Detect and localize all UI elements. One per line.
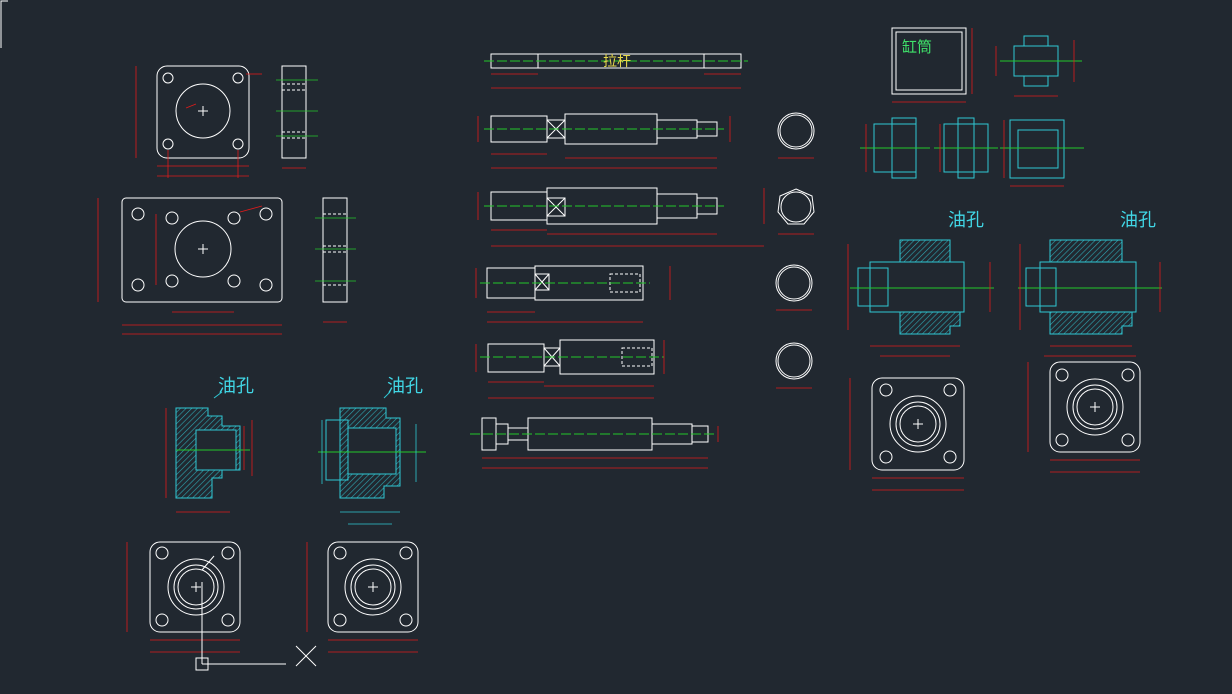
cylinder-assembly-section-2-dims — [1019, 244, 1161, 357]
ucs-axis-icon — [195, 555, 317, 671]
end-cap-section-b-dims — [321, 420, 417, 525]
rect-flange-plate-view[interactable] — [121, 197, 283, 303]
round-flange-plate-4-dims — [1027, 362, 1140, 473]
piston-section-top-dims — [995, 40, 1075, 97]
cylinder-assembly-section-2[interactable] — [1018, 239, 1162, 335]
oil-hole-label-3: 油孔 — [948, 210, 984, 231]
piston-section-row-dims — [865, 120, 1064, 187]
rod-end-views[interactable] — [775, 112, 815, 380]
round-flange-plate-2[interactable] — [327, 541, 419, 633]
rect-flange-side-centerlines — [315, 217, 356, 323]
oil-hole-label-1: 油孔 — [218, 376, 254, 397]
piston-rod-1[interactable] — [484, 113, 724, 145]
cylinder-assembly-section-1[interactable] — [850, 239, 994, 335]
cylinder-tube-label: 缸筒 — [902, 38, 932, 56]
piston-rod-2-dims — [477, 188, 765, 247]
rect-flange-side-view[interactable] — [322, 197, 348, 303]
round-flange-plate-1-dims — [126, 542, 240, 653]
round-flange-plate-3[interactable] — [871, 377, 965, 471]
tie-rod-dims — [491, 73, 741, 89]
cylinder-tube-dims — [892, 28, 973, 103]
round-flange-plate-2-dims — [306, 542, 418, 653]
piston-rod-2[interactable] — [484, 187, 724, 225]
cylinder-assembly-section-1-dims — [847, 244, 991, 357]
piston-section-top[interactable] — [1000, 35, 1082, 87]
piston-rod-5[interactable] — [470, 417, 716, 451]
piston-section-row[interactable] — [860, 117, 1084, 179]
piston-rod-1-dims — [477, 116, 731, 169]
square-flange-side-centerlines — [276, 79, 318, 169]
viewport-corner-marker — [0, 0, 8, 48]
rect-flange-dimensions — [97, 198, 282, 335]
round-flange-plate-3-dims — [849, 378, 964, 491]
piston-rod-3-dims — [475, 266, 671, 323]
piston-rod-4[interactable] — [480, 339, 664, 375]
tie-rod-view[interactable] — [484, 53, 748, 69]
piston-rod-4-dims — [475, 340, 665, 399]
end-cap-section-b[interactable] — [318, 391, 426, 499]
piston-rod-5-dims — [482, 426, 719, 469]
square-flange-plate-view[interactable] — [156, 65, 250, 159]
piston-rod-3[interactable] — [480, 265, 650, 301]
round-flange-plate-1[interactable] — [149, 541, 241, 633]
oil-hole-label-2: 油孔 — [387, 376, 423, 397]
end-cap-section-a-dims — [165, 408, 253, 513]
square-flange-plate-dimensions — [135, 66, 262, 178]
rod-end-views-dims — [776, 157, 814, 389]
square-flange-side-view[interactable] — [281, 65, 307, 159]
round-flange-plate-4[interactable] — [1049, 361, 1141, 453]
oil-hole-label-4: 油孔 — [1120, 210, 1156, 231]
end-cap-section-a[interactable] — [175, 391, 250, 499]
cylinder-tube-view[interactable] — [891, 27, 967, 95]
tie-rod-label: 拉杆 — [603, 54, 631, 70]
